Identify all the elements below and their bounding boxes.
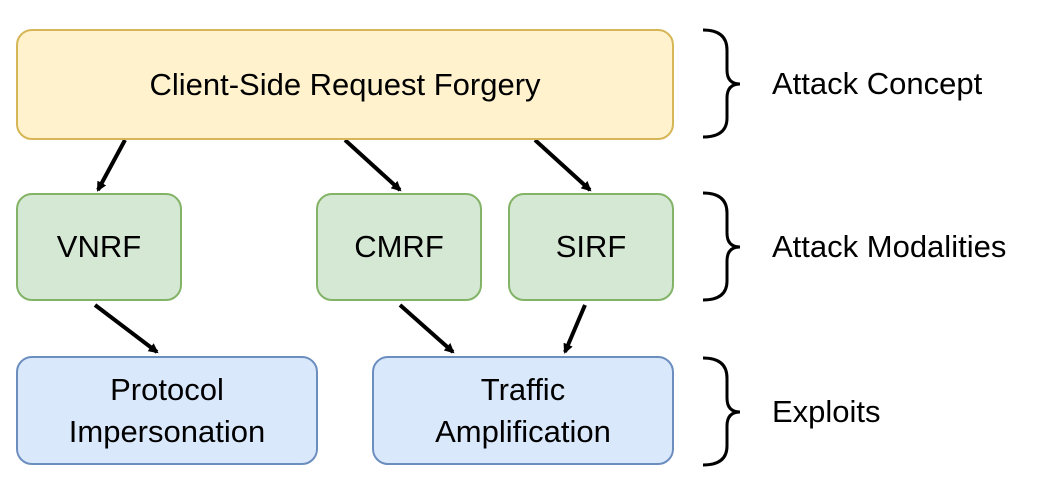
protocol-impersonation-label: Protocol Impersonation — [68, 371, 266, 449]
vnrf-label: VNRF — [56, 229, 142, 264]
traffic-amplification-label: Traffic Amplification — [435, 371, 611, 449]
cmrf-label: CMRF — [354, 229, 444, 264]
vnrf-box: VNRF — [16, 193, 182, 301]
attack-concept-level-label: Attack Concept — [772, 66, 983, 101]
brace-attack-concept — [702, 28, 741, 139]
sirf-label: SIRF — [555, 229, 627, 264]
cmrf-box: CMRF — [316, 193, 482, 301]
sirf-box: SIRF — [508, 193, 674, 301]
traffic-amplification-box: Traffic Amplification — [372, 356, 674, 465]
arrow-concept-to-cmrf — [343, 138, 402, 192]
arrow-concept-to-vnrf — [96, 139, 127, 192]
brace-attack-modalities — [702, 191, 741, 302]
exploits-level-label: Exploits — [772, 394, 881, 429]
arrow-cmrf-to-traffic-amplification — [398, 303, 455, 354]
client-side-request-forgery-box: Client-Side Request Forgery — [16, 29, 674, 140]
client-side-request-forgery-label: Client-Side Request Forgery — [149, 66, 541, 102]
protocol-impersonation-box: Protocol Impersonation — [16, 356, 318, 465]
arrow-vnrf-to-protocol-impersonation — [93, 303, 159, 354]
attack-modalities-level-label: Attack Modalities — [772, 229, 1007, 264]
arrow-concept-to-sirf — [533, 138, 592, 192]
arrow-sirf-to-traffic-amplification — [563, 304, 587, 354]
brace-exploits — [702, 356, 741, 467]
